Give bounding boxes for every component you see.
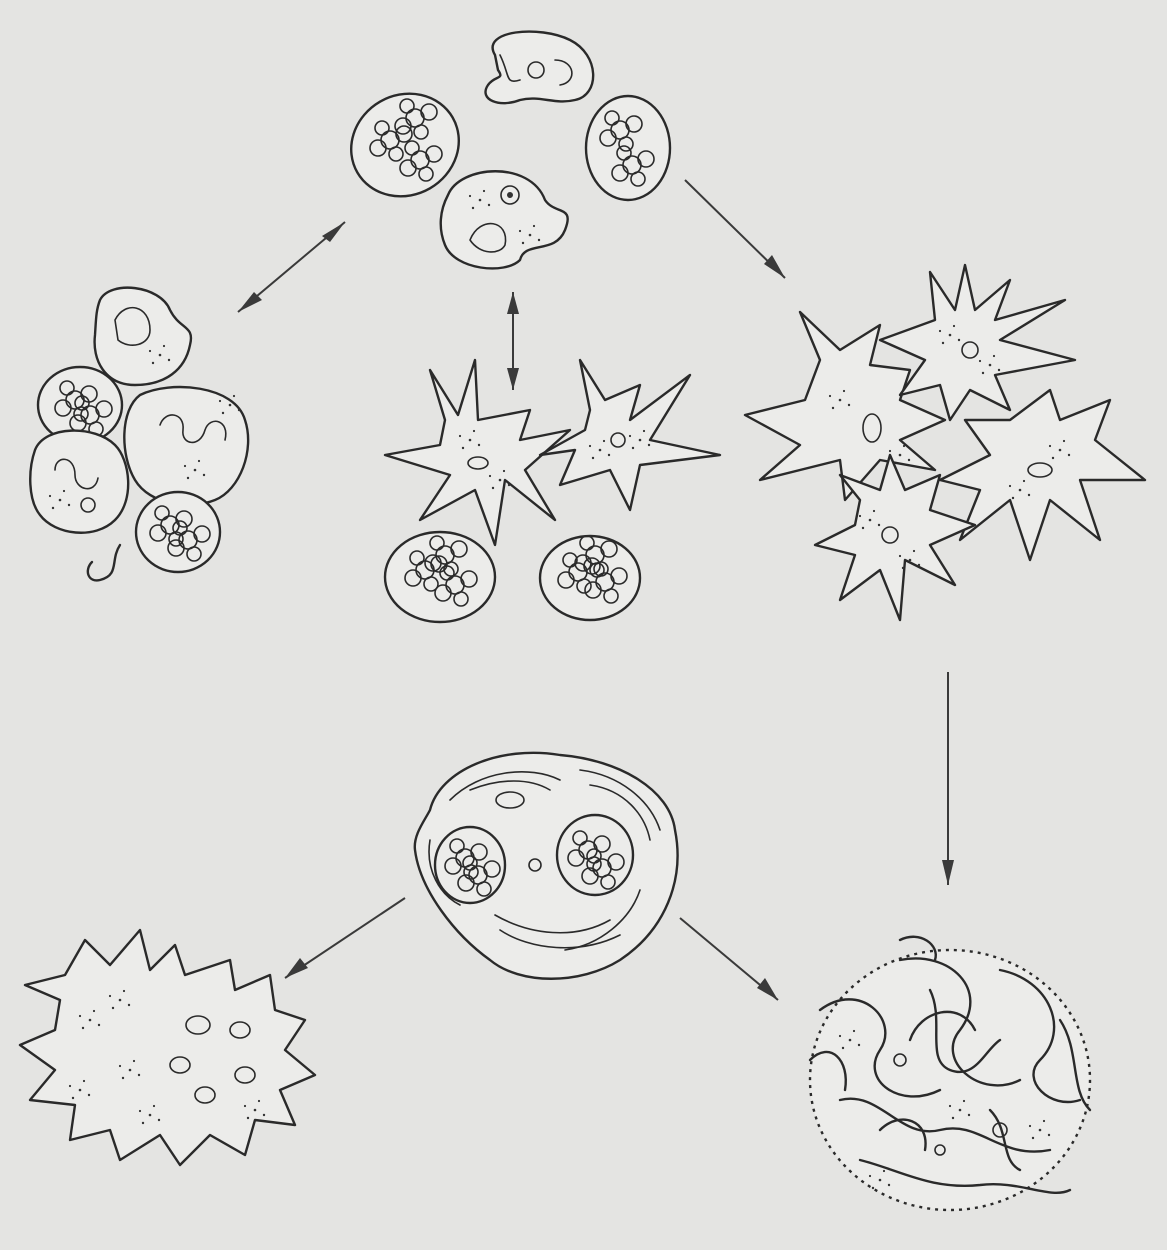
top-cluster-rounded-cells [332, 32, 670, 269]
arrow-lower-center-to-bottom-right [680, 918, 778, 1000]
bottom-left-spiky-cell [20, 930, 315, 1165]
bottom-right-fibrous-mass [810, 937, 1090, 1210]
arrow-top-to-left [238, 222, 345, 312]
oval-cell-vacuolated [385, 532, 495, 622]
arrow-top-to-right [685, 180, 785, 278]
oval-cell-vacuolated [540, 536, 640, 620]
left-cluster-rounded-cells [30, 288, 248, 581]
oval-cell-vacuolated [586, 96, 670, 200]
arrow-right-to-bottom-right [942, 672, 954, 885]
star-cell [540, 360, 720, 510]
center-star-cells-with-oval-cells [385, 360, 720, 622]
right-cluster-star-cells [745, 265, 1145, 620]
star-cell [940, 390, 1145, 560]
center-lower-wrapped-cluster [415, 753, 678, 979]
curled-cell [486, 32, 594, 104]
amoeboid-cell [441, 171, 568, 268]
arrow-top-to-center [507, 292, 519, 390]
arrow-lower-center-to-bottom-left [285, 898, 405, 978]
